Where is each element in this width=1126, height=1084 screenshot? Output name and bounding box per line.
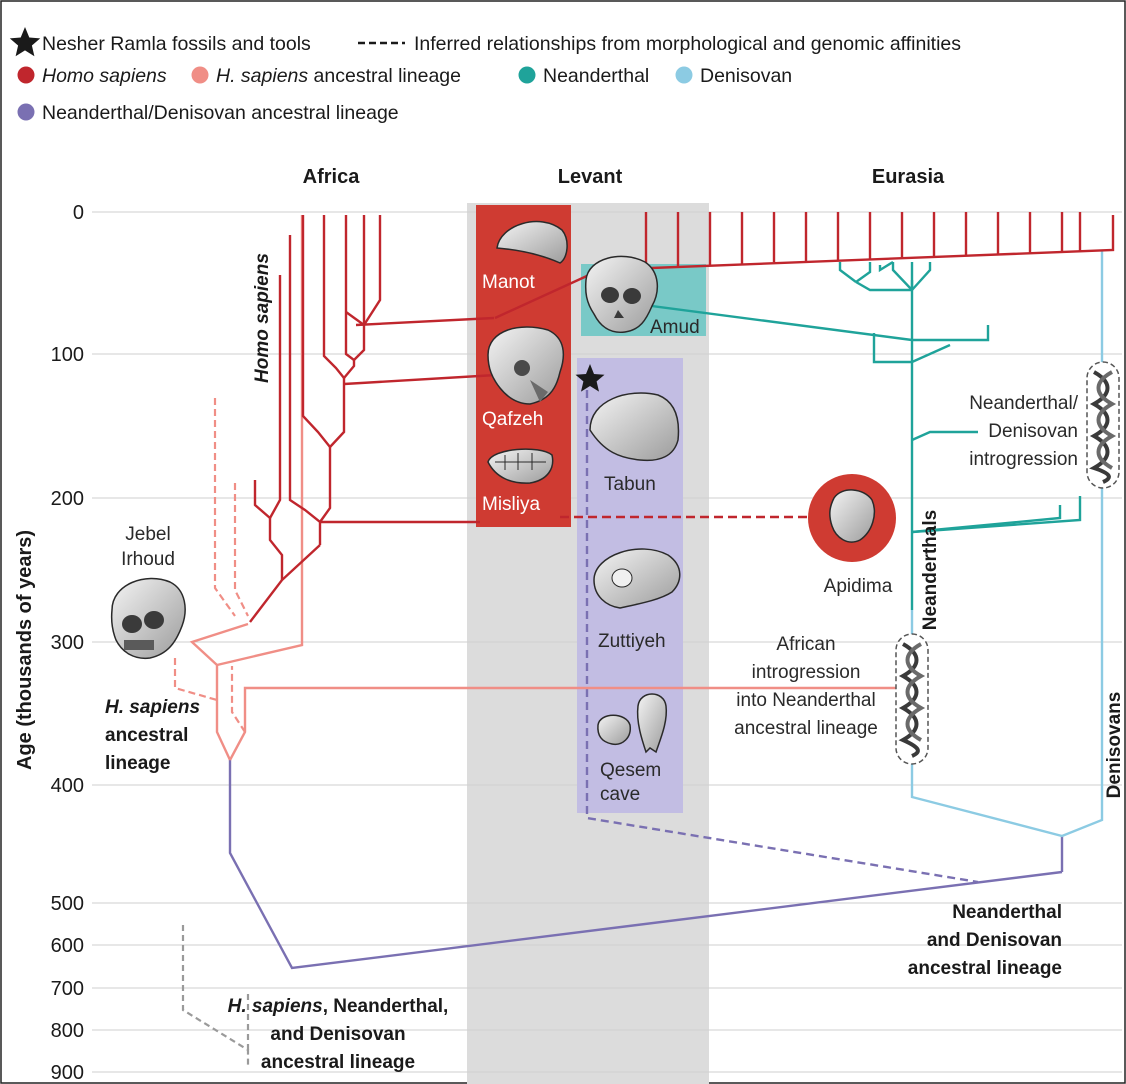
legend-hs-ancestral: H. sapiens ancestral lineage: [216, 65, 461, 87]
y-axis: 0 100 200 300 400 500 600 700 800 900 Ag…: [14, 202, 84, 1084]
amud-skull-icon: [584, 255, 659, 334]
qafzeh-skull-icon: [487, 326, 565, 405]
nd-introgression-2: Denisovan: [988, 421, 1078, 442]
site-jebel-2: Irhoud: [121, 549, 175, 570]
nesher-ramla-star-icon: [575, 364, 605, 392]
tick-300: 300: [51, 632, 84, 654]
tick-200: 200: [51, 488, 84, 510]
tabun-skull-icon: [589, 392, 680, 462]
tick-700: 700: [51, 978, 84, 1000]
gridlines: [92, 211, 1122, 1073]
shared-ancestral-dashed: [181, 925, 250, 1065]
shared-ancestral-label-3: ancestral lineage: [261, 1052, 415, 1073]
eurasia-hs-tips: [644, 212, 1082, 268]
denisovan-swatch: [675, 66, 693, 84]
legend-nesher-ramla: Nesher Ramla fossils and tools: [42, 33, 311, 55]
dna-helix-african-icon: [895, 633, 929, 765]
site-apidima: Apidima: [824, 576, 893, 597]
site-amud: Amud: [650, 317, 700, 338]
legend-neanderthal: Neanderthal: [543, 65, 649, 87]
site-tabun: Tabun: [604, 474, 656, 495]
shared-ancestral-label-1: H. sapiens, Neanderthal,: [228, 996, 449, 1017]
site-qesem-2: cave: [600, 784, 640, 805]
legend-nd-ancestral: Neanderthal/Denisovan ancestral lineage: [42, 102, 399, 124]
qesem-teeth-icon: [597, 693, 668, 754]
region-eurasia: Eurasia: [872, 166, 945, 188]
tabun-to-ancestral-dashed: [585, 390, 979, 884]
tick-400: 400: [51, 775, 84, 797]
neanderthal-lineage: [605, 260, 1082, 610]
homo-sapiens-swatch: [17, 66, 35, 84]
legend: Nesher Ramla fossils and tools Inferred …: [9, 27, 961, 124]
y-axis-label: Age (thousands of years): [14, 530, 36, 770]
site-qafzeh: Qafzeh: [482, 409, 543, 430]
tick-800: 800: [51, 1020, 84, 1042]
legend-inferred: Inferred relationships from morphologica…: [414, 33, 961, 55]
tick-900: 900: [51, 1062, 84, 1084]
star-icon: [9, 27, 41, 57]
legend-homo-sapiens: Homo sapiens: [42, 65, 167, 87]
nd-introgression-1: Neanderthal/: [969, 393, 1079, 414]
zuttiyeh-skull-icon: [593, 548, 681, 609]
nd-ancestral-lineage: [228, 390, 1064, 970]
site-qesem-1: Qesem: [600, 760, 661, 781]
tick-600: 600: [51, 935, 84, 957]
hs-ancestral-label-1: H. sapiens: [105, 697, 200, 718]
homo-sapiens-vertical-label: Homo sapiens: [252, 253, 273, 383]
african-introgression-3: into Neanderthal: [736, 690, 875, 711]
nd-introgression-3: introgression: [969, 449, 1078, 470]
apidima-fossil-icon: [808, 474, 896, 562]
legend-denisovan: Denisovan: [700, 65, 792, 87]
hs-ancestral-label-2: ancestral: [105, 725, 188, 746]
tick-500: 500: [51, 893, 84, 915]
hs-ancestral-label-3: lineage: [105, 753, 170, 774]
site-jebel-1: Jebel: [125, 524, 170, 545]
african-introgression-1: African: [776, 634, 835, 655]
nd-ancestral-swatch: [17, 103, 35, 121]
region-levant: Levant: [558, 166, 623, 188]
hs-ancestral-dashed: [173, 398, 249, 733]
misliya-jaw-icon: [487, 448, 554, 484]
site-manot: Manot: [482, 272, 536, 293]
dna-helix-nd-icon: [1086, 361, 1120, 489]
nd-ancestral-label-3: ancestral lineage: [908, 958, 1062, 979]
tick-100: 100: [51, 344, 84, 366]
homo-sapiens-lineage: [249, 215, 1115, 623]
neanderthals-vertical-label: Neanderthals: [920, 510, 941, 630]
african-introgression-4: ancestral lineage: [734, 718, 878, 739]
hs-ancestral-swatch: [191, 66, 209, 84]
site-misliya: Misliya: [482, 494, 540, 515]
african-introgression-2: introgression: [752, 662, 861, 683]
site-zuttiyeh: Zuttiyeh: [598, 631, 666, 652]
denisovans-vertical-label: Denisovans: [1104, 692, 1125, 799]
nd-ancestral-label-1: Neanderthal: [952, 902, 1062, 923]
nd-ancestral-label-2: and Denisovan: [927, 930, 1062, 951]
manot-skull-icon: [496, 220, 568, 264]
shared-ancestral-label-2: and Denisovan: [270, 1024, 405, 1045]
jebel-irhoud-skull-icon: [110, 577, 186, 660]
neanderthal-swatch: [518, 66, 536, 84]
tick-0: 0: [73, 202, 84, 224]
region-africa: Africa: [303, 166, 361, 188]
